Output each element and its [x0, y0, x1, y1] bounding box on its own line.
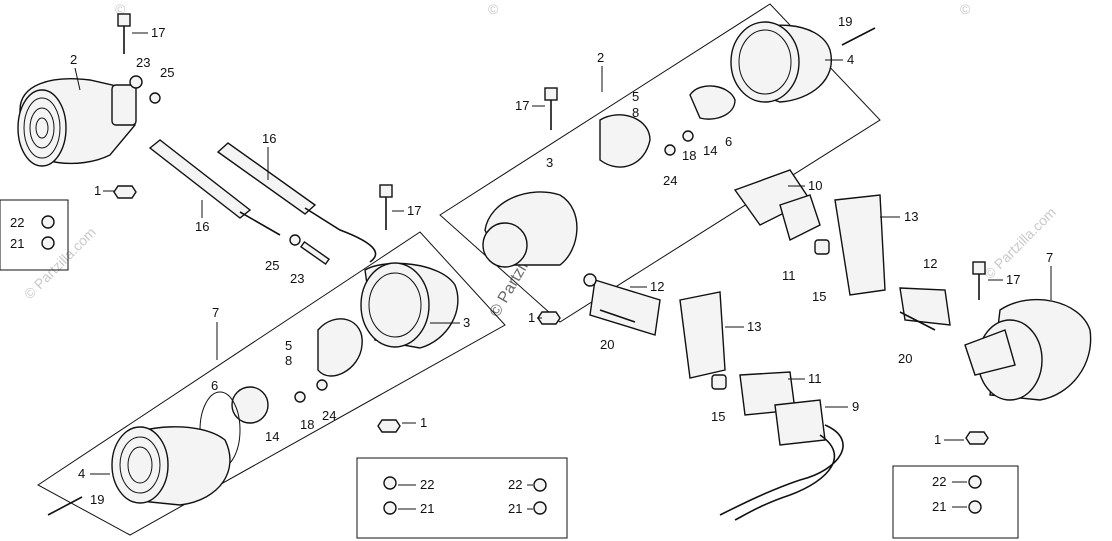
callout-5: 5 [285, 338, 292, 353]
callout-21: 21 [932, 499, 946, 514]
callout-7: 7 [1046, 250, 1053, 265]
callout-23: 23 [290, 271, 304, 286]
callout-17: 17 [515, 98, 529, 113]
watermark-mark: © [488, 1, 499, 17]
right-rear-lamp [589, 279, 1092, 521]
stem-assemblies-16 [148, 139, 377, 266]
callout-10: 10 [808, 178, 822, 193]
callout-20: 20 [600, 337, 614, 352]
callout-23: 23 [136, 55, 150, 70]
callout-1: 1 [94, 183, 101, 198]
callout-22: 22 [932, 474, 946, 489]
callout-7: 7 [212, 305, 219, 320]
callout-2: 2 [597, 50, 604, 65]
callout-21: 21 [420, 501, 434, 516]
callout-19: 19 [838, 14, 852, 29]
left-top-hardware [113, 13, 161, 199]
callout-18: 18 [682, 148, 696, 163]
right-front-lamp [482, 21, 886, 296]
callout-13: 13 [904, 209, 918, 224]
callout-24: 24 [322, 408, 336, 423]
left-rear-lamp [111, 262, 459, 506]
callout-9: 9 [852, 399, 859, 414]
callout-1: 1 [420, 415, 427, 430]
left-hardware-box [0, 199, 69, 271]
callout-20: 20 [898, 351, 912, 366]
callout-22: 22 [10, 215, 24, 230]
callout-8: 8 [632, 105, 639, 120]
callout-2: 2 [70, 52, 77, 67]
callout-24: 24 [663, 173, 677, 188]
callout-4: 4 [78, 466, 85, 481]
callout-16: 16 [195, 219, 209, 234]
callout-6: 6 [725, 134, 732, 149]
callout-22: 22 [420, 477, 434, 492]
callout-22: 22 [508, 477, 522, 492]
callout-17: 17 [151, 25, 165, 40]
callout-17: 17 [1006, 272, 1020, 287]
watermark-brand: © Partzilla.com [21, 224, 99, 302]
callout-17: 17 [407, 203, 421, 218]
callout-14: 14 [265, 429, 279, 444]
group-frames [0, 3, 1019, 539]
callout-1: 1 [934, 432, 941, 447]
fasteners [41, 27, 989, 516]
callout-14: 14 [703, 143, 717, 158]
callout-12: 12 [650, 279, 664, 294]
callout-1: 1 [528, 310, 535, 325]
callout-3: 3 [463, 315, 470, 330]
callouts: 17 2 23 25 16 1 22 21 16 25 23 17 7 3 5 … [10, 14, 1053, 516]
left-assembly-frame [37, 231, 506, 536]
callout-25: 25 [160, 65, 174, 80]
callout-15: 15 [711, 409, 725, 424]
callout-3: 3 [546, 155, 553, 170]
callout-6: 6 [211, 378, 218, 393]
callout-5: 5 [632, 89, 639, 104]
callout-11: 11 [782, 268, 796, 283]
callout-18: 18 [300, 417, 314, 432]
callout-13: 13 [747, 319, 761, 334]
bottom-hardware-box [356, 457, 568, 539]
watermark-mark: © [115, 1, 126, 17]
callout-21: 21 [10, 236, 24, 251]
callout-21: 21 [508, 501, 522, 516]
callout-12: 12 [923, 256, 937, 271]
callout-8: 8 [285, 353, 292, 368]
callout-25: 25 [265, 258, 279, 273]
callout-11: 11 [808, 371, 822, 386]
right-assembly-frame [439, 3, 881, 323]
callout-15: 15 [812, 289, 826, 304]
left-front-lamp [17, 78, 137, 167]
callout-16: 16 [262, 131, 276, 146]
callout-4: 4 [847, 52, 854, 67]
watermark-brand: © Partzilla.com [981, 204, 1059, 282]
callout-19: 19 [90, 492, 104, 507]
right-hardware-box [892, 465, 1019, 539]
watermark-mark: © [960, 1, 971, 17]
